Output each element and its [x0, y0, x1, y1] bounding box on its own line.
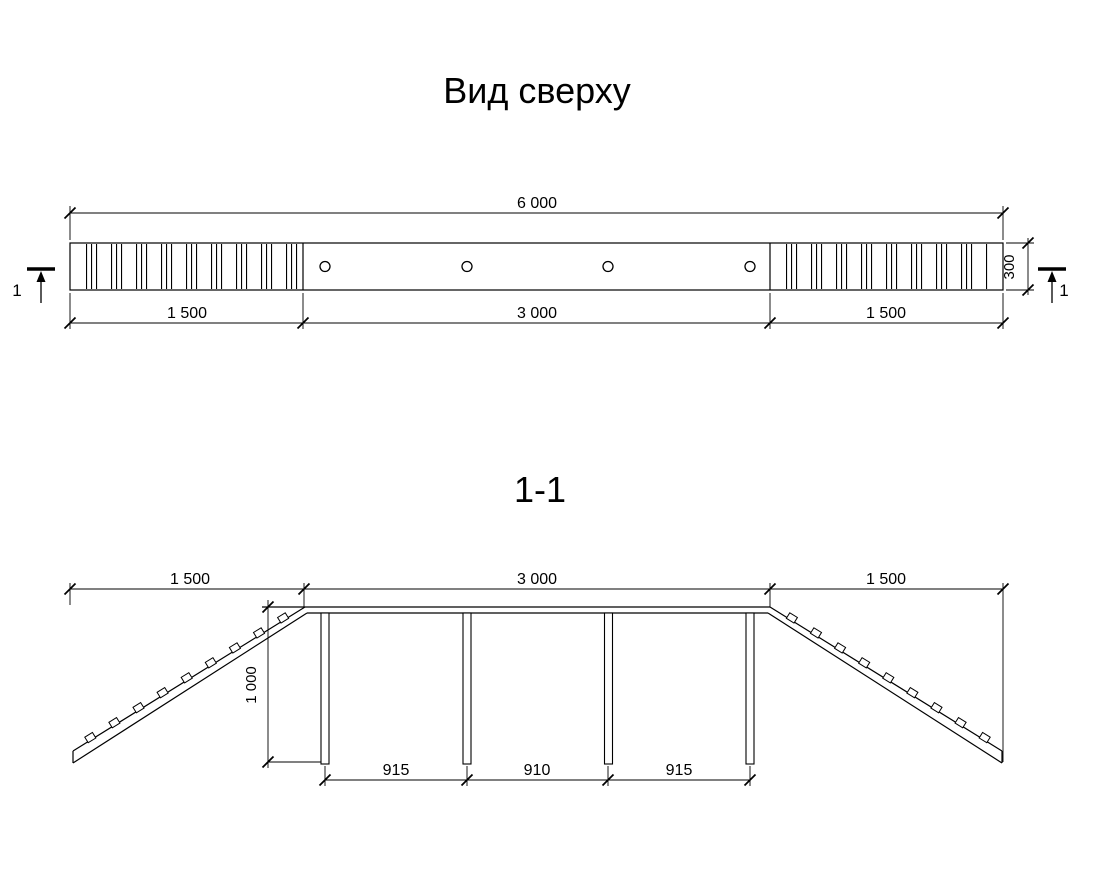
- hole: [744, 260, 756, 273]
- hole: [461, 260, 473, 273]
- dim-label-span1: 915: [383, 762, 410, 779]
- hole: [602, 260, 614, 273]
- section-marker-right: 1: [1038, 267, 1069, 303]
- tread-pattern-right: [779, 244, 988, 289]
- post: [462, 612, 472, 765]
- hole: [319, 260, 331, 273]
- dim-section-segments: 1 500 3 000 1 500: [63, 571, 1010, 762]
- plan-body: [69, 242, 1004, 291]
- top-view: Вид сверху 6 000: [12, 70, 1069, 330]
- section-marker-label: 1: [12, 281, 21, 300]
- ramp-right: [767, 606, 1003, 764]
- section-view: 1-1 1 500 3 000 1 500: [63, 469, 1010, 787]
- dim-label-middle: 3 000: [517, 571, 557, 588]
- post: [745, 612, 755, 765]
- dim-section-height: 1 000: [243, 600, 321, 769]
- dim-label-width: 300: [1001, 254, 1018, 279]
- ramp-underside-line: [767, 612, 1003, 764]
- dim-label-left-ramp: 1 500: [170, 571, 210, 588]
- plan-outline: [69, 242, 1004, 291]
- deck: [262, 606, 770, 614]
- dim-label-span2: 910: [524, 762, 551, 779]
- section-arrow-icon: [1047, 271, 1057, 282]
- dim-total-length: 6 000: [63, 195, 1010, 240]
- dim-label-middle: 3 000: [517, 305, 557, 322]
- section-view-title: 1-1: [514, 469, 566, 510]
- dim-post-spacing: 915 910 915: [318, 762, 757, 787]
- section-marker-label: 1: [1059, 281, 1068, 300]
- post: [603, 612, 614, 765]
- dim-label-total: 6 000: [517, 195, 557, 212]
- dim-plan-width: 300: [1001, 236, 1035, 297]
- dim-label-span3: 915: [666, 762, 693, 779]
- support-posts: [320, 612, 755, 765]
- dim-label-right-ramp: 1 500: [866, 305, 906, 322]
- drain-holes: [319, 260, 756, 273]
- tread-pattern-left: [84, 244, 299, 289]
- dim-label-right-ramp: 1 500: [866, 571, 906, 588]
- dim-plan-segments: 1 500 3 000 1 500: [63, 293, 1010, 330]
- top-view-title: Вид сверху: [443, 70, 631, 111]
- dim-label-height: 1 000: [243, 666, 260, 704]
- dim-label-left-ramp: 1 500: [167, 305, 207, 322]
- section-arrow-icon: [36, 271, 46, 282]
- section-marker-left: 1: [12, 267, 55, 303]
- post: [320, 612, 330, 765]
